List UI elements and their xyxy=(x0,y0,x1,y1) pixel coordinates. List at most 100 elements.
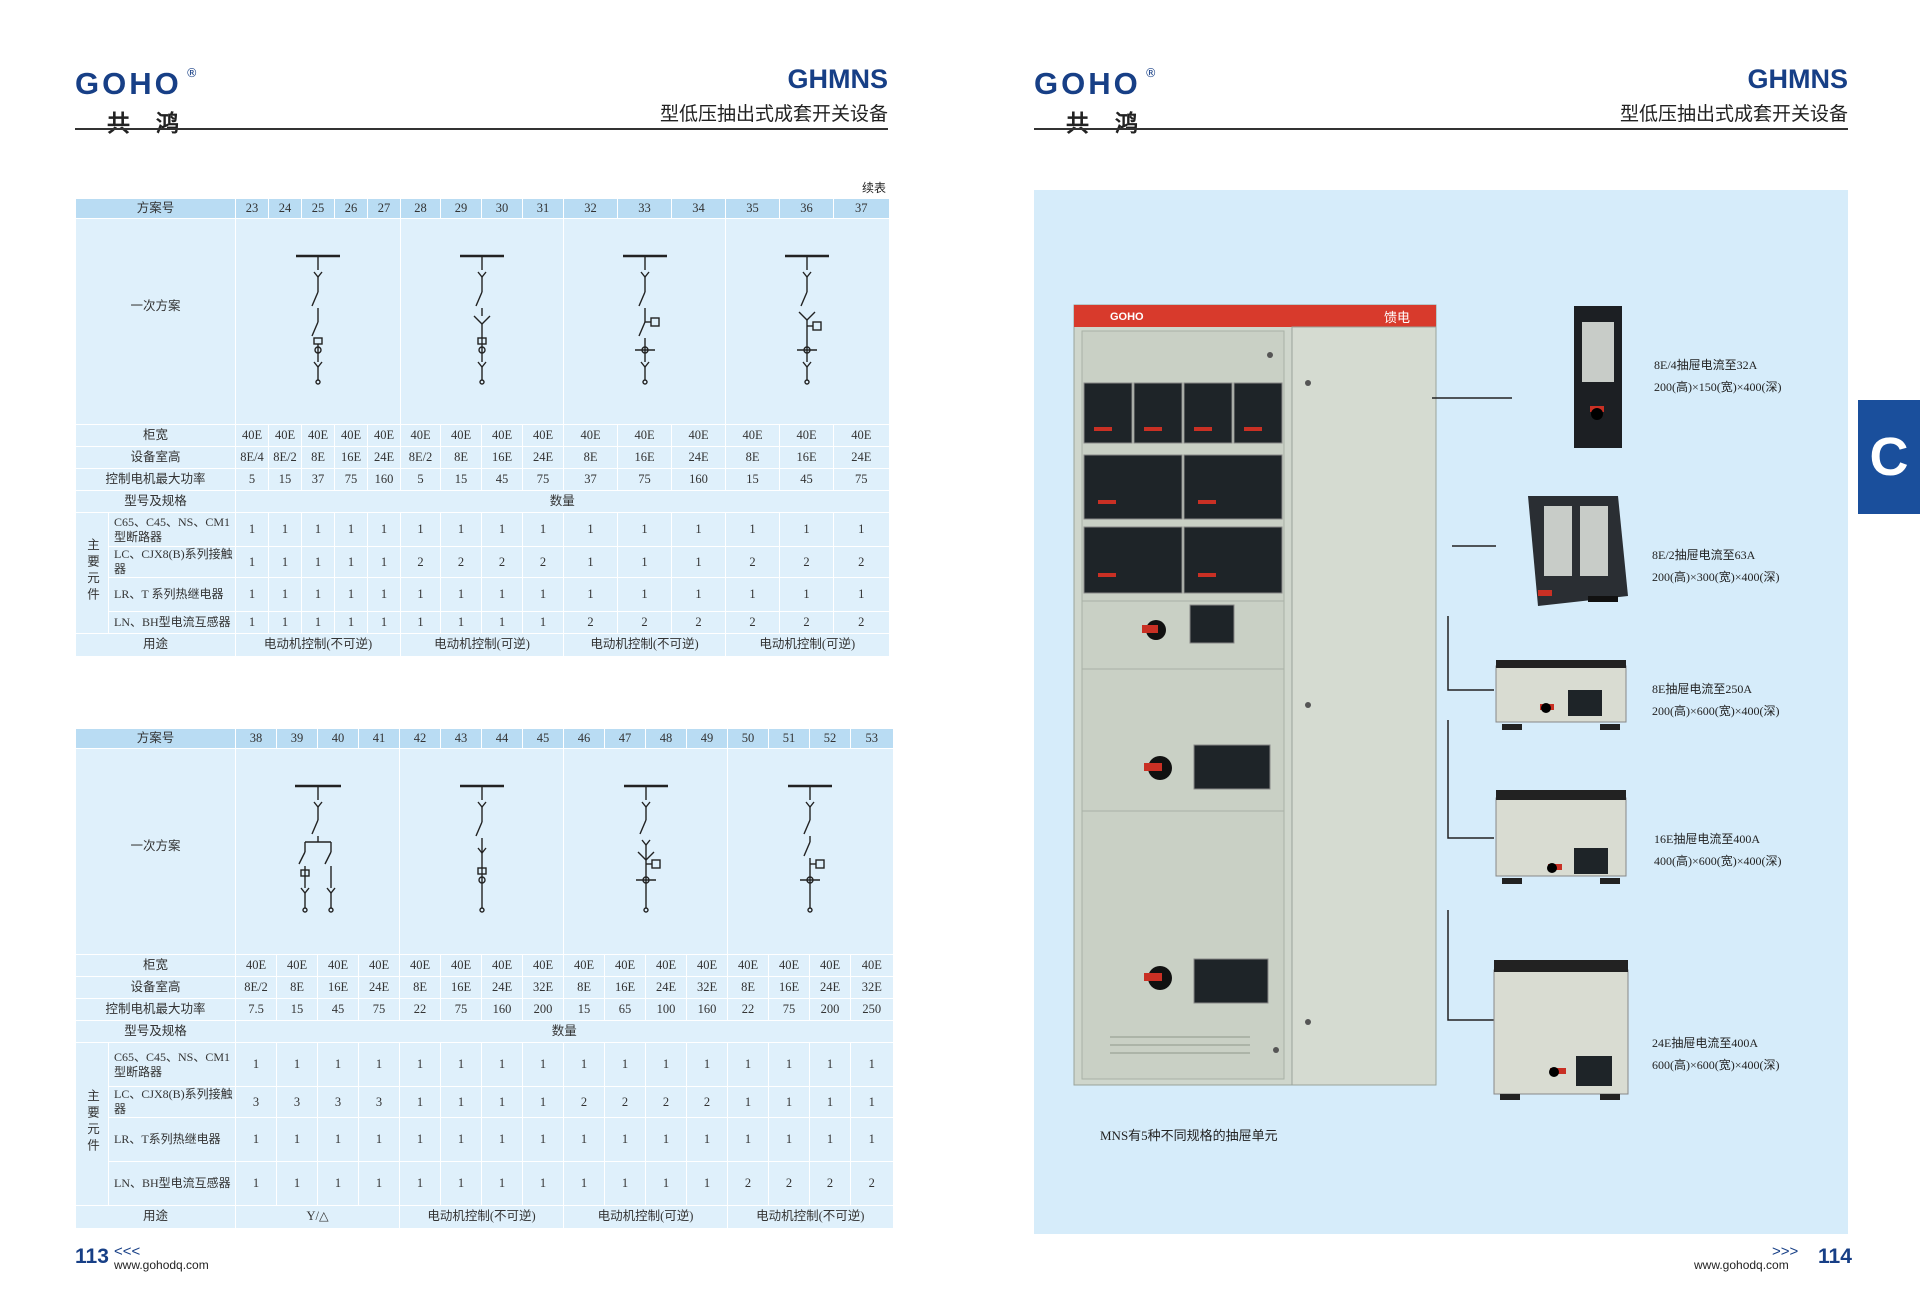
quantity-label: 数量 xyxy=(235,1020,893,1043)
scheme-number: 39 xyxy=(276,728,318,749)
value-cell: 40E xyxy=(809,954,851,977)
model-spec-row: 型号及规格 数量 xyxy=(74,1020,893,1043)
left-url[interactable]: www.gohodq.com xyxy=(114,1258,209,1272)
registered-mark: ® xyxy=(1144,66,1157,80)
quantity-cell: 2 xyxy=(768,1161,810,1206)
value-cell: 8E/2 xyxy=(235,976,277,999)
part-name: LR、T 系列热继电器 xyxy=(107,577,236,612)
cabinet-label: 馈电 xyxy=(1384,311,1411,326)
value-cell: 75 xyxy=(833,468,889,491)
quantity-cell: 2 xyxy=(779,611,834,634)
value-cell: 40E xyxy=(399,954,441,977)
value-cell: 75 xyxy=(440,998,482,1021)
quantity-cell: 1 xyxy=(399,1117,441,1162)
quantity-cell: 1 xyxy=(367,512,401,547)
main-parts-label: 主要元件 xyxy=(75,512,109,634)
quantity-cell: 1 xyxy=(301,546,335,578)
scheme-number: 47 xyxy=(604,728,646,749)
quantity-cell: 1 xyxy=(833,577,889,612)
value-cell: 160 xyxy=(481,998,523,1021)
circuit-diagram xyxy=(785,254,830,385)
part-name: LR、T系列热继电器 xyxy=(107,1117,236,1162)
value-cell: 40E xyxy=(522,954,564,977)
quantity-cell: 2 xyxy=(833,611,889,634)
photo-caption: MNS有5种不同规格的抽屉单元 xyxy=(1100,1128,1278,1143)
quantity-cell: 1 xyxy=(367,611,401,634)
usage-label: 用途 xyxy=(74,1205,236,1228)
quantity-cell: 1 xyxy=(671,546,726,578)
row-label: 设备室高 xyxy=(74,976,236,999)
drawer-label-4: 16E抽屉电流至400A 400(高)×600(宽)×400(深) xyxy=(1654,828,1782,872)
scheme-number: 34 xyxy=(671,198,726,219)
quantity-cell: 2 xyxy=(671,611,726,634)
quantity-cell: 1 xyxy=(779,512,834,547)
value-cell: 40E xyxy=(268,424,302,447)
left-arrows: <<< xyxy=(114,1243,141,1260)
value-cell: 8E/4 xyxy=(235,446,269,469)
value-cell: 200 xyxy=(522,998,564,1021)
quantity-cell: 2 xyxy=(809,1161,851,1206)
value-cell: 40E xyxy=(440,424,482,447)
scheme-number: 51 xyxy=(768,728,810,749)
primary-scheme-row: 一次方案 xyxy=(74,748,893,955)
right-model-title: GHMNS xyxy=(1747,64,1849,94)
circuit-diagram xyxy=(622,254,667,385)
circuit-diagram xyxy=(460,254,505,385)
scheme-table-2: 方案号 38 39 40 41 42 43 44 45 46 47 48 49 … xyxy=(74,728,893,1228)
primary-scheme-row: 一次方案 xyxy=(74,218,889,425)
quantity-cell: 3 xyxy=(317,1086,359,1118)
value-cell: 40E xyxy=(276,954,318,977)
value-cell: 24E xyxy=(481,976,523,999)
scheme-number: 43 xyxy=(440,728,482,749)
value-cell: 75 xyxy=(358,998,400,1021)
quantity-cell: 1 xyxy=(809,1042,851,1087)
quantity-cell: 1 xyxy=(317,1042,359,1087)
quantity-cell: 2 xyxy=(617,611,672,634)
drawer-dims: 600(高)×600(宽)×400(深) xyxy=(1652,1058,1780,1072)
value-cell: 40E xyxy=(768,954,810,977)
circuit-diagram xyxy=(623,784,668,913)
circuit-diagram-group xyxy=(400,218,564,425)
quantity-cell: 2 xyxy=(727,1161,769,1206)
quantity-cell: 1 xyxy=(833,512,889,547)
value-cell: 40E xyxy=(317,954,359,977)
value-cell: 5 xyxy=(400,468,441,491)
scheme-number: 41 xyxy=(358,728,400,749)
value-cell: 45 xyxy=(317,998,359,1021)
part-name: C65、C45、NS、CM1 型断路器 xyxy=(107,512,236,547)
value-cell: 16E xyxy=(334,446,368,469)
value-cell: 160 xyxy=(367,468,401,491)
quantity-cell: 1 xyxy=(440,1042,482,1087)
quantity-cell: 1 xyxy=(440,577,482,612)
quantity-cell: 2 xyxy=(645,1086,687,1118)
quantity-cell: 1 xyxy=(440,1161,482,1206)
drawer-title: 24E抽屉电流至400A xyxy=(1652,1036,1758,1050)
value-cell: 24E xyxy=(522,446,564,469)
usage-cell: 电动机控制(可逆) xyxy=(400,633,564,656)
quantity-cell: 1 xyxy=(779,577,834,612)
quantity-cell: 1 xyxy=(604,1042,646,1087)
section-tab-c: C xyxy=(1858,400,1920,514)
quantity-cell: 1 xyxy=(645,1161,687,1206)
main-parts-text: 主要元件 xyxy=(85,537,99,604)
right-url[interactable]: www.gohodq.com xyxy=(1694,1258,1789,1272)
logo-cn: 共鸿 xyxy=(1066,111,1164,137)
row-label: 控制电机最大功率 xyxy=(74,468,236,491)
value-cell: 40E xyxy=(686,954,728,977)
quantity-cell: 1 xyxy=(686,1161,728,1206)
quantity-cell: 1 xyxy=(235,577,269,612)
circuit-diagram-group xyxy=(563,218,726,425)
value-cell: 24E xyxy=(367,446,401,469)
quantity-cell: 1 xyxy=(522,1161,564,1206)
quantity-cell: 2 xyxy=(725,546,780,578)
value-cell: 40E xyxy=(563,954,605,977)
value-cell: 24E xyxy=(671,446,726,469)
scheme-header-row: 方案号 23 24 25 26 27 28 29 30 31 32 33 34 … xyxy=(74,198,889,219)
primary-scheme-label: 一次方案 xyxy=(74,748,236,955)
quantity-cell: 1 xyxy=(399,1042,441,1087)
value-cell: 8E xyxy=(440,446,482,469)
